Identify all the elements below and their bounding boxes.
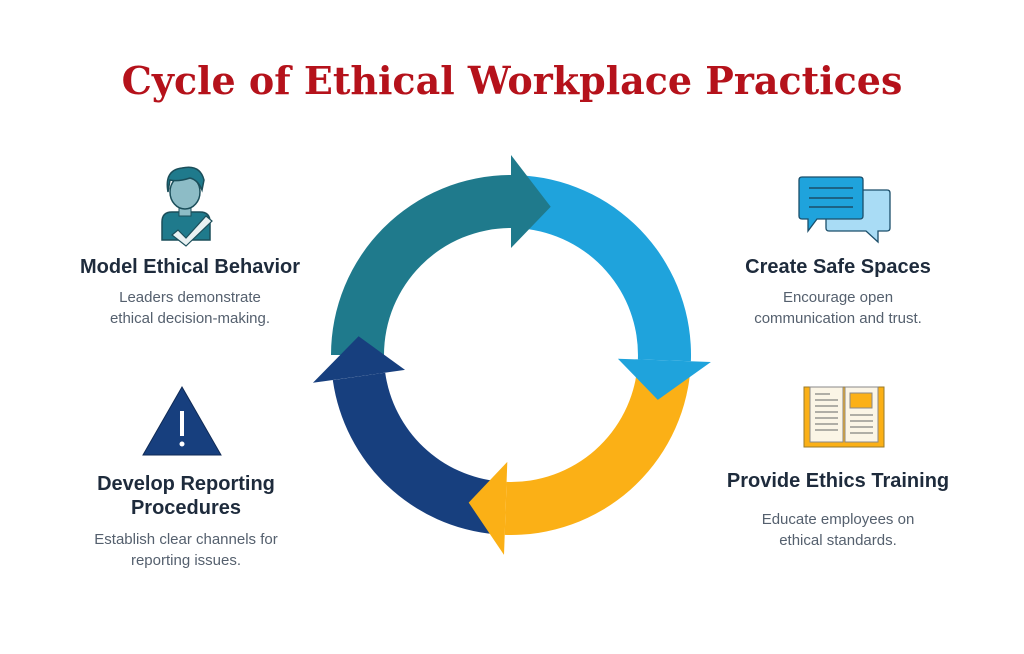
- arrow-body-reporting: [332, 372, 500, 535]
- desc-line: Leaders demonstrate: [119, 289, 261, 306]
- person-check-icon: [161, 166, 213, 247]
- step-provide-ethics-training: Provide Ethics Training Educate employee…: [688, 469, 988, 551]
- step-desc: Encourage open communication and trust.: [688, 287, 988, 329]
- step-desc: Educate employees on ethical standards.: [688, 509, 988, 551]
- step-desc: Establish clear channels for reporting is…: [36, 529, 336, 571]
- arrow-head-safe-spaces: [617, 358, 711, 400]
- desc-line: communication and trust.: [754, 310, 922, 327]
- desc-line: ethical standards.: [779, 532, 897, 549]
- desc-line: Educate employees on: [761, 511, 915, 528]
- desc-line: Establish clear channels for: [94, 531, 278, 548]
- step-heading: Provide Ethics Training: [726, 470, 950, 492]
- arrow-head-training: [468, 461, 508, 555]
- arrow-head-model: [511, 155, 551, 248]
- open-book-icon: [803, 386, 885, 448]
- page-title: Cycle of Ethical Workplace Practices: [121, 58, 903, 103]
- warning-icon: [142, 385, 222, 456]
- desc-line: reporting issues.: [130, 552, 242, 569]
- desc-line: Encourage open: [782, 289, 894, 306]
- step-heading: Create Safe Spaces: [745, 256, 931, 278]
- desc-line: ethical decision-making.: [109, 310, 271, 327]
- step-heading: Model Ethical Behavior: [79, 256, 301, 278]
- arrow-body-safe-spaces: [522, 175, 692, 362]
- arrow-body-training: [504, 366, 691, 536]
- heading-line: Procedures: [130, 497, 242, 519]
- arrow-head-reporting: [312, 336, 405, 383]
- step-model-ethical-behavior: Model Ethical Behavior Leaders demonstra…: [40, 255, 340, 329]
- arrow-body-model: [331, 175, 511, 355]
- heading-line: Develop Reporting: [97, 473, 275, 495]
- chat-bubbles-icon: [798, 176, 891, 244]
- step-create-safe-spaces: Create Safe Spaces Encourage open communi…: [688, 255, 988, 329]
- step-desc: Leaders demonstrate ethical decision-maki…: [40, 287, 340, 329]
